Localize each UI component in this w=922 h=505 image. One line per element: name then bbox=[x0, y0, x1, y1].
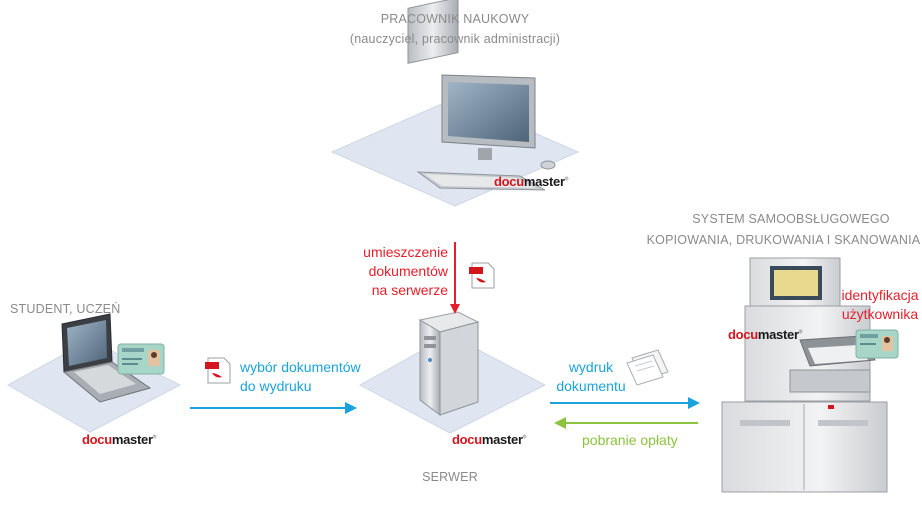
logo-docu: docu bbox=[452, 432, 482, 447]
kiosk-id-label: identyfikacja użytkownika bbox=[838, 286, 922, 324]
brand-logo: documaster® bbox=[728, 327, 802, 342]
brand-logo: documaster® bbox=[82, 432, 156, 447]
student-title: STUDENT, UCZEŃ bbox=[10, 302, 121, 316]
brand-logo: documaster® bbox=[452, 432, 526, 447]
brand-logo: documaster® bbox=[494, 174, 568, 189]
kiosk-title-line2: KOPIOWANIA, DRUKOWANIA I SKANOWANIA bbox=[646, 233, 921, 247]
logo-master: master bbox=[481, 432, 523, 447]
select-label-line2: do wydruku bbox=[240, 378, 312, 394]
kiosk-title-line1: SYSTEM SAMOOBSŁUGOWEGO bbox=[692, 212, 890, 226]
print-label: wydruk dokumentu bbox=[556, 358, 626, 396]
server-tower-icon bbox=[418, 311, 480, 416]
staff-subtitle: (nauczyciel, pracownik administracji) bbox=[349, 32, 561, 46]
payment-label: pobranie opłaty bbox=[582, 432, 678, 448]
logo-docu: docu bbox=[494, 174, 524, 189]
print-label-line1: wydruk bbox=[568, 359, 614, 375]
logo-reg: ® bbox=[152, 434, 157, 441]
logo-master: master bbox=[111, 432, 153, 447]
pdf-document-icon bbox=[469, 262, 495, 289]
kiosk-id-line2: użytkownika bbox=[841, 306, 919, 322]
logo-reg: ® bbox=[522, 434, 527, 441]
logo-master: master bbox=[523, 174, 565, 189]
desktop-computer-icon bbox=[407, 0, 556, 191]
staff-title: PRACOWNIK NAUKOWY bbox=[380, 12, 530, 26]
upload-label-line1: umieszczenie bbox=[363, 244, 448, 260]
pdf-document-icon bbox=[205, 357, 231, 384]
upload-label-line2: dokumentów bbox=[368, 263, 448, 279]
select-label: wybór dokumentów do wydruku bbox=[240, 358, 361, 396]
logo-master: master bbox=[757, 327, 799, 342]
logo-docu: docu bbox=[82, 432, 112, 447]
logo-reg: ® bbox=[564, 176, 569, 183]
id-card-icon bbox=[855, 329, 899, 359]
logo-reg: ® bbox=[798, 329, 803, 336]
upload-label: umieszczenie dokumentów na serwerze bbox=[348, 243, 448, 300]
server-title: SERWER bbox=[422, 470, 478, 484]
print-label-line2: dokumentu bbox=[556, 378, 626, 394]
kiosk-id-line1: identyfikacja bbox=[841, 287, 919, 303]
printed-pages-icon bbox=[626, 349, 669, 386]
logo-docu: docu bbox=[728, 327, 758, 342]
self-service-kiosk-icon bbox=[721, 257, 888, 493]
id-card-icon bbox=[117, 343, 165, 375]
select-label-line1: wybór dokumentów bbox=[240, 359, 361, 375]
laptop-icon bbox=[61, 313, 152, 403]
upload-label-line3: na serwerze bbox=[371, 282, 448, 298]
